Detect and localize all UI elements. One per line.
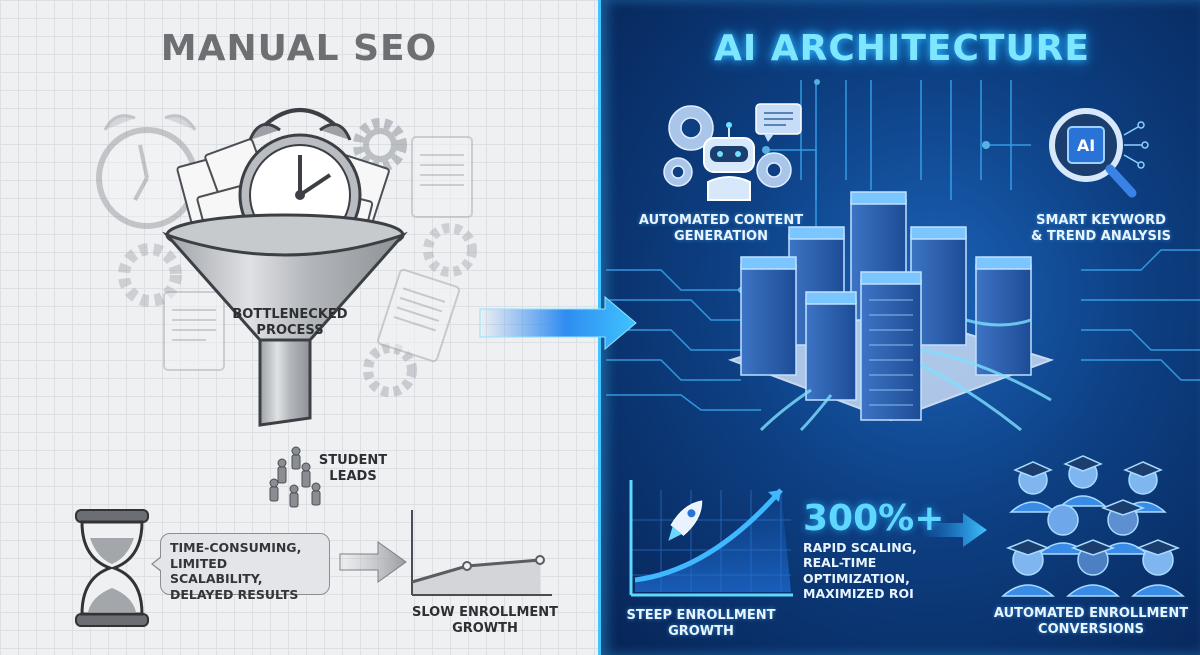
bottlenecked-process-label: BOTTLENECKED PROCESS (200, 307, 380, 338)
faded-gear-icon (118, 243, 182, 307)
student-leads-people-icon (269, 446, 321, 508)
roi-stat-description: RAPID SCALING, REAL-TIME OPTIMIZATION, M… (803, 540, 917, 601)
manual-seo-title: MANUAL SEO (160, 28, 438, 69)
stat-line: OPTIMIZATION, (803, 570, 910, 586)
hourglass-icon (75, 509, 149, 627)
content-gen-line2: GENERATION (673, 229, 768, 245)
circuit-lines-decoration (606, 79, 1200, 411)
student-leads-label: STUDENT LEADS (318, 453, 388, 484)
manual-drawbacks-callout: TIME-CONSUMING, LIMITED SCALABILITY, DEL… (151, 533, 330, 602)
steep-growth-line2: GROWTH (668, 624, 734, 640)
faded-alarm-clock-icon (96, 114, 198, 229)
conversions-line1: AUTOMATED ENROLLMENT (993, 606, 1189, 621)
ai-architecture-panel: AI ARCHITECTURE (598, 0, 1200, 655)
faded-gear-icon (353, 118, 407, 172)
leads-label-line2: LEADS (329, 468, 377, 484)
content-gen-line1: AUTOMATED CONTENT (638, 213, 804, 228)
funnel-icon (162, 108, 408, 427)
leads-label-line1: STUDENT (318, 453, 388, 468)
steep-growth-chart-icon (629, 480, 793, 597)
slow-growth-line2: GROWTH (452, 620, 518, 636)
faded-document-icon (163, 291, 225, 371)
callout-line: LIMITED SCALABILITY, (170, 555, 263, 587)
faded-gear-icon (423, 223, 477, 277)
keyword-line2: & TREND ANALYSIS (1030, 229, 1172, 245)
arrow-right-icon (339, 541, 407, 583)
funnel-label-line1: BOTTLENECKED (232, 307, 348, 322)
automated-content-generation-label: AUTOMATED CONTENT GENERATION (621, 213, 821, 246)
callout-line: DELAYED RESULTS (170, 586, 299, 602)
stat-line: RAPID SCALING, (803, 540, 917, 555)
stat-line: MAXIMIZED ROI (803, 585, 914, 601)
server-racks-icon (727, 191, 1055, 432)
keyword-line1: SMART KEYWORD (1036, 213, 1166, 228)
conversions-line2: CONVERSIONS (1038, 622, 1144, 638)
chat-bubble-icon (755, 103, 802, 142)
slow-growth-chart-icon (411, 510, 552, 596)
robot-icon (703, 122, 755, 201)
faded-document-icon (411, 136, 473, 218)
transition-arrow-icon (479, 295, 637, 351)
steep-enrollment-growth-label: STEEP ENROLLMENT GROWTH (611, 608, 791, 641)
slow-enrollment-growth-label: SLOW ENROLLMENT GROWTH (405, 605, 565, 636)
stat-line: REAL-TIME (803, 555, 877, 571)
funnel-label-line2: PROCESS (256, 322, 324, 338)
faded-document-icon (377, 268, 461, 363)
magnifier-ai-icon: AI (1049, 108, 1149, 198)
ai-chip-label: AI (1077, 136, 1095, 155)
smart-keyword-trend-label: SMART KEYWORD & TREND ANALYSIS (1001, 213, 1200, 246)
steep-growth-line1: STEEP ENROLLMENT (626, 608, 776, 623)
graduates-icon (1001, 455, 1185, 597)
arrow-right-icon (921, 513, 987, 547)
callout-line: TIME-CONSUMING, (170, 540, 302, 555)
ai-architecture-title: AI ARCHITECTURE (714, 28, 1090, 69)
faded-gear-icon (363, 343, 417, 397)
rocket-icon (668, 500, 703, 541)
automated-enrollment-conversions-label: AUTOMATED ENROLLMENT CONVERSIONS (981, 606, 1200, 639)
roi-stat-value: 300%+ (803, 498, 945, 539)
slow-growth-line1: SLOW ENROLLMENT (411, 605, 559, 620)
robot-content-generation-icon (663, 103, 802, 201)
